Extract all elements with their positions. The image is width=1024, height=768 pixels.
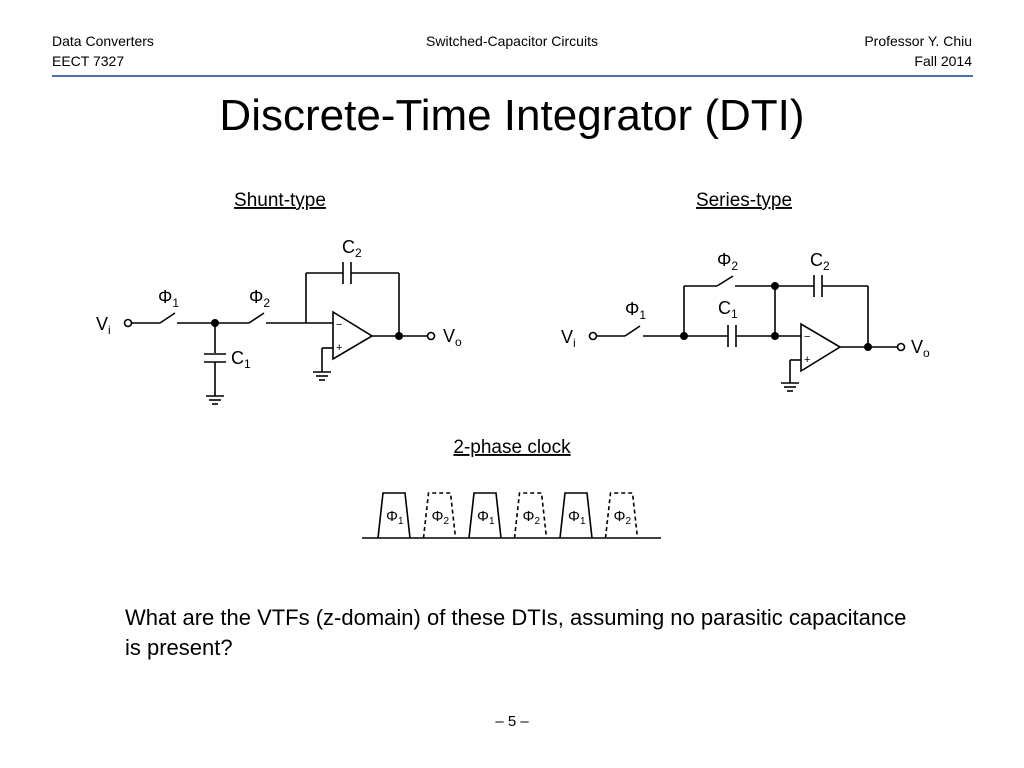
series-opamp-icon xyxy=(800,322,842,373)
professor-name: Professor Y. Chiu xyxy=(864,33,972,49)
shunt-phi2-switch xyxy=(248,312,265,324)
shunt-output-node xyxy=(394,331,403,340)
shunt-vout-terminal xyxy=(426,331,436,341)
shunt-c1-ground-icon xyxy=(206,395,224,405)
lecture-topic: Switched-Capacitor Circuits xyxy=(426,33,598,49)
shunt-c1-label: C1 xyxy=(231,348,251,371)
shunt-vin-label: Vi xyxy=(96,314,111,337)
page-number: – 5 – xyxy=(495,713,529,730)
series-opamp-minus: − xyxy=(804,331,810,343)
series-opamp-plus: + xyxy=(804,354,810,366)
series-opamp-ground-icon xyxy=(781,382,799,392)
clock-pulse xyxy=(604,492,639,539)
shunt-opamp-icon xyxy=(332,310,374,361)
clock-pulse-label: Φ1 xyxy=(568,508,586,527)
series-vin-terminal xyxy=(588,331,598,341)
clock-pulse xyxy=(377,492,411,539)
series-c2-label: C2 xyxy=(810,250,830,273)
header-center: Switched-Capacitor Circuits xyxy=(0,31,1024,51)
shunt-opamp-plus: + xyxy=(336,342,342,354)
course-code: EECT 7327 xyxy=(52,53,125,69)
clock-pulse xyxy=(559,492,593,539)
series-phi2-label: Φ2 xyxy=(717,250,738,273)
series-vin-label: Vi xyxy=(561,327,576,350)
series-phi2-switch xyxy=(716,275,734,287)
clock-waveform: Φ1 Φ2 Φ1 Φ2 Φ1 Φ2 xyxy=(377,492,639,539)
series-type-circuit xyxy=(588,275,906,392)
shunt-type-circuit xyxy=(123,262,436,405)
shunt-vout-label: Vo xyxy=(443,326,462,349)
shunt-opamp-ground-icon xyxy=(313,371,331,381)
shunt-opamp-minus: − xyxy=(336,319,342,331)
series-output-node xyxy=(863,342,872,351)
shunt-type-heading: Shunt-type xyxy=(234,190,326,211)
series-phi1-switch xyxy=(624,325,641,337)
slide-title: Discrete-Time Integrator (DTI) xyxy=(219,91,805,140)
clock-pulse-label: Φ2 xyxy=(614,508,632,527)
clock-pulse-label: Φ1 xyxy=(477,508,495,527)
header-left: Data Converters EECT 7327 xyxy=(52,31,154,71)
series-vout-label: Vo xyxy=(911,337,930,360)
series-type-heading: Series-type xyxy=(696,190,792,211)
header-right: Professor Y. Chiu Fall 2014 xyxy=(864,31,972,71)
series-phi1-label: Φ1 xyxy=(625,299,646,322)
shunt-vin-terminal xyxy=(123,318,133,328)
clock-pulse-label: Φ1 xyxy=(386,508,404,527)
header-rule xyxy=(52,75,973,77)
shunt-phi1-switch xyxy=(159,312,176,324)
series-vout-terminal xyxy=(896,342,906,352)
semester: Fall 2014 xyxy=(914,53,972,69)
clock-pulse xyxy=(468,492,502,539)
course-name: Data Converters xyxy=(52,33,154,49)
clock-pulse-label: Φ2 xyxy=(523,508,541,527)
clock-heading: 2-phase clock xyxy=(453,437,571,458)
clock-pulse-label: Φ2 xyxy=(432,508,450,527)
shunt-c2-label: C2 xyxy=(342,237,362,260)
clock-pulse xyxy=(513,492,548,539)
question-text: What are the VTFs (z-domain) of these DT… xyxy=(125,605,907,660)
series-c1-label: C1 xyxy=(718,298,738,321)
shunt-phi2-label: Φ2 xyxy=(249,287,270,310)
shunt-phi1-label: Φ1 xyxy=(158,287,179,310)
clock-pulse xyxy=(422,492,457,539)
